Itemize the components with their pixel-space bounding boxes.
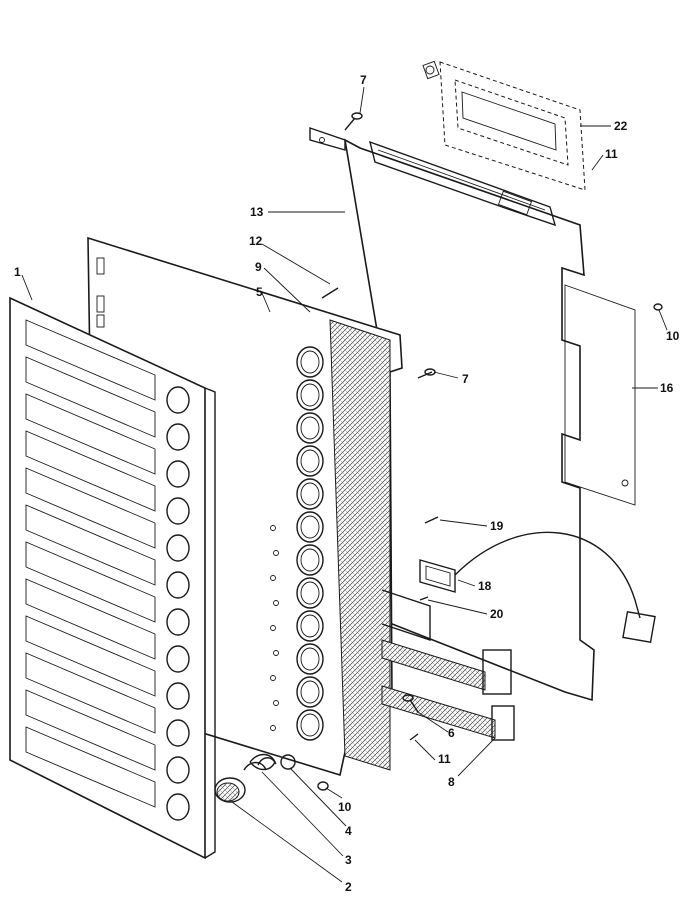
label-window bbox=[25, 504, 156, 586]
callout-8: 8 bbox=[448, 775, 455, 789]
button-ring bbox=[296, 709, 324, 741]
callout-7-mid: 7 bbox=[462, 372, 469, 386]
button-ring bbox=[296, 478, 324, 510]
callout-7-top: 7 bbox=[360, 73, 367, 87]
button-ring-inner bbox=[300, 416, 320, 440]
button-ring-inner bbox=[300, 647, 320, 671]
button-ring bbox=[296, 379, 324, 411]
callout-22: 22 bbox=[614, 119, 628, 133]
part-18-connector bbox=[419, 531, 656, 644]
callout-6: 6 bbox=[448, 726, 455, 740]
callout-16: 16 bbox=[660, 381, 674, 395]
leader-lines bbox=[21, 86, 668, 883]
label-window bbox=[25, 541, 156, 623]
callout-11-top: 11 bbox=[605, 147, 618, 161]
button-ring-inner bbox=[300, 713, 320, 737]
button-ring-inner bbox=[300, 680, 320, 704]
button-ring-inner bbox=[300, 581, 320, 605]
callout-10-bottom: 10 bbox=[338, 800, 352, 814]
label-window bbox=[25, 356, 156, 438]
button-ring bbox=[296, 643, 324, 675]
label-window bbox=[25, 319, 156, 401]
callout-4: 4 bbox=[345, 824, 352, 838]
mount-hole bbox=[270, 525, 276, 531]
mount-hole bbox=[270, 675, 276, 681]
parts-2-3-4-button-assembly bbox=[214, 753, 296, 803]
callout-10-right: 10 bbox=[666, 329, 680, 343]
label-window bbox=[25, 578, 156, 660]
callout-labels: 1 2 3 4 5 6 7 7 8 9 10 10 11 11 12 13 16… bbox=[14, 73, 680, 894]
callout-11-bottom: 11 bbox=[438, 752, 451, 766]
button-ring-inner bbox=[300, 515, 320, 539]
button-hole bbox=[166, 645, 190, 673]
button-hole bbox=[166, 423, 190, 451]
button-hole bbox=[166, 793, 190, 821]
part-13-rear-chassis bbox=[309, 127, 595, 702]
callout-1: 1 bbox=[14, 265, 21, 279]
button-ring bbox=[296, 346, 324, 378]
button-ring bbox=[296, 544, 324, 576]
part-22-top-module bbox=[422, 60, 586, 191]
callout-12: 12 bbox=[249, 234, 263, 248]
mount-hole bbox=[270, 575, 276, 581]
label-window bbox=[25, 615, 156, 697]
button-ring-column bbox=[296, 346, 324, 741]
screws-and-fasteners bbox=[317, 112, 663, 791]
label-window bbox=[25, 430, 156, 512]
mount-hole bbox=[270, 625, 276, 631]
button-hole bbox=[166, 756, 190, 784]
label-window bbox=[25, 393, 156, 475]
button-ring-inner bbox=[300, 449, 320, 473]
callout-20: 20 bbox=[490, 607, 504, 621]
button-hole bbox=[166, 497, 190, 525]
button-ring bbox=[296, 610, 324, 642]
callout-5: 5 bbox=[256, 285, 263, 299]
mount-hole bbox=[273, 550, 279, 556]
button-hole bbox=[166, 682, 190, 710]
mount-hole bbox=[270, 725, 276, 731]
label-window bbox=[25, 467, 156, 549]
part-16-pcb bbox=[564, 284, 636, 506]
button-ring-inner bbox=[300, 350, 320, 374]
button-hole bbox=[166, 534, 190, 562]
button-ring bbox=[296, 445, 324, 477]
button-ring bbox=[296, 577, 324, 609]
button-hole bbox=[166, 719, 190, 747]
button-ring-inner bbox=[300, 482, 320, 506]
callout-3: 3 bbox=[345, 853, 352, 867]
part-1-front-panel bbox=[9, 296, 216, 860]
button-ring bbox=[296, 412, 324, 444]
mount-hole bbox=[273, 700, 279, 706]
callout-9: 9 bbox=[255, 260, 262, 274]
label-window bbox=[25, 689, 156, 771]
button-ring-inner bbox=[300, 383, 320, 407]
button-hole bbox=[166, 608, 190, 636]
button-hole bbox=[166, 460, 190, 488]
callout-18: 18 bbox=[478, 579, 492, 593]
label-window bbox=[25, 652, 156, 734]
button-ring-inner bbox=[300, 548, 320, 572]
callout-19: 19 bbox=[490, 519, 504, 533]
mount-hole bbox=[273, 650, 279, 656]
button-hole bbox=[166, 571, 190, 599]
button-ring bbox=[296, 511, 324, 543]
callout-2: 2 bbox=[345, 880, 352, 894]
button-ring bbox=[296, 676, 324, 708]
label-window bbox=[25, 726, 156, 808]
mount-hole bbox=[273, 600, 279, 606]
button-hole bbox=[166, 386, 190, 414]
button-ring-inner bbox=[300, 614, 320, 638]
callout-13: 13 bbox=[250, 205, 264, 219]
